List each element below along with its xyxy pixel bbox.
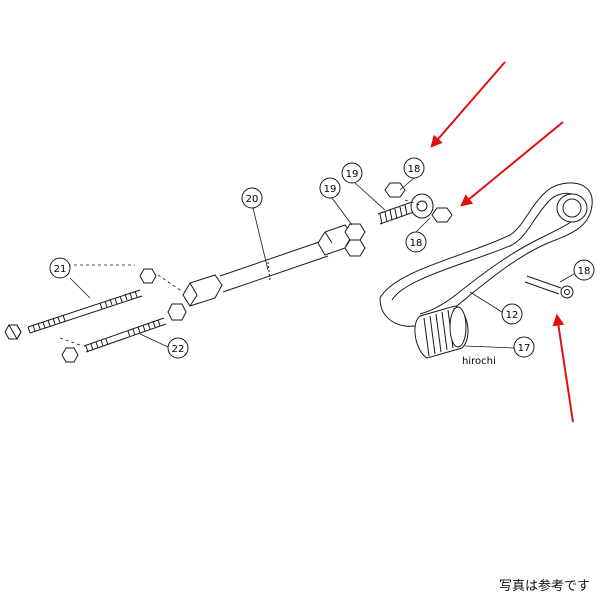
rod-end-19: [377, 193, 434, 225]
callout-19-left-label: 19: [324, 184, 337, 195]
brand-text: hirochi: [462, 356, 496, 367]
callout-18-top-label: 18: [408, 164, 421, 175]
footpeg-17: [414, 305, 469, 359]
callout-21-label: 21: [54, 264, 67, 275]
nut-22-right: [167, 303, 187, 321]
nut-18-top: [384, 182, 406, 198]
callout-17: 17: [464, 336, 535, 358]
callout-19-left: 19: [319, 177, 353, 226]
nut-21-right: [139, 268, 157, 284]
callout-20-label: 20: [246, 194, 259, 205]
pivot-bolt-18: [524, 275, 574, 299]
alignment-lines: [50, 199, 421, 346]
callout-18-bolt: 18: [559, 259, 595, 283]
callout-21: 21: [49, 257, 91, 299]
callout-18-top: 18: [399, 157, 425, 191]
callout-22: 22: [139, 333, 189, 359]
red-arrow-middle: [460, 121, 564, 207]
callout-20: 20: [241, 187, 269, 271]
callout-18-bottom: 18: [405, 217, 431, 253]
pedal-lever-12: [379, 182, 593, 327]
callout-17-label: 17: [518, 343, 531, 354]
callout-18-bolt-label: 18: [578, 266, 591, 277]
rod-20: [182, 224, 353, 307]
nut-18-right: [431, 207, 453, 223]
callout-22-label: 22: [172, 344, 185, 355]
reference-caption: 写真は参考です: [498, 579, 590, 594]
red-arrow-bottom: [552, 313, 574, 423]
callout-19-right: 19: [341, 162, 386, 211]
callout-12: 12: [469, 291, 523, 325]
red-arrows: [430, 61, 574, 423]
nut-19-left: [344, 223, 366, 257]
callout-12-label: 12: [506, 310, 519, 321]
nut-21-left: [4, 324, 22, 341]
nut-22-left: [61, 347, 79, 363]
callout-19-right-label: 19: [346, 169, 359, 180]
callout-18-bottom-label: 18: [410, 238, 423, 249]
bolt-22: [83, 317, 167, 353]
bolt-21: [27, 289, 143, 334]
red-arrow-top: [430, 61, 506, 148]
